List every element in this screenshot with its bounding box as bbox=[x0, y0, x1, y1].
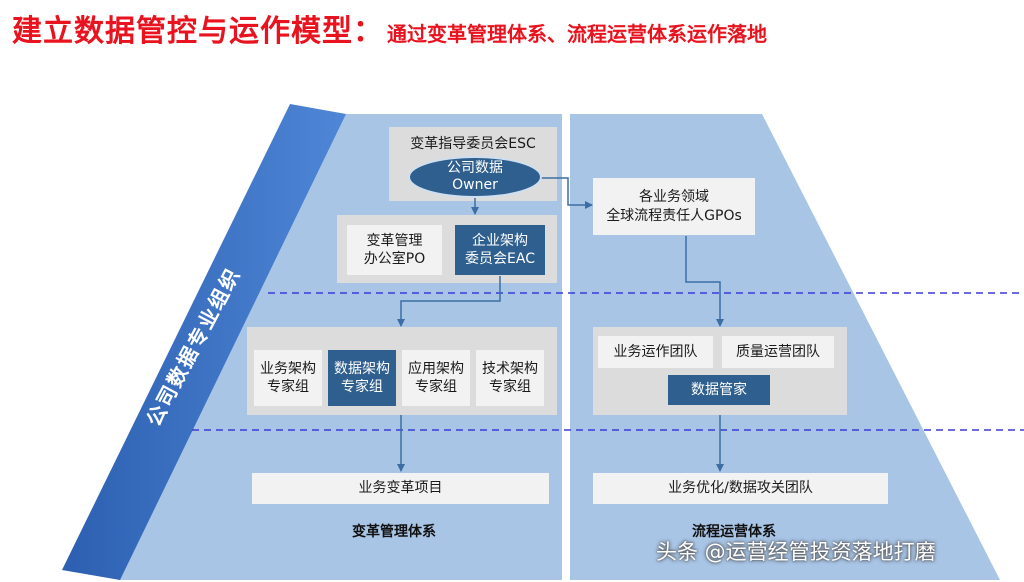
change-management-caption: 变革管理体系 bbox=[352, 524, 436, 540]
center-divider bbox=[562, 112, 570, 582]
project-text: 业务变革项目 bbox=[358, 480, 443, 497]
ops-team-box: 业务运作团队 bbox=[598, 336, 713, 368]
gpo-box: 各业务领域全球流程责任人GPOs bbox=[593, 178, 755, 235]
title-separator: ： bbox=[353, 14, 383, 49]
ops-team-text: 业务运作团队 bbox=[613, 343, 698, 360]
optimization-team-box: 业务优化/数据攻关团队 bbox=[593, 473, 888, 504]
owner-line2: Owner bbox=[452, 177, 498, 193]
arrow-gpo-to-operations bbox=[685, 236, 724, 327]
po-line2: 办公室PO bbox=[363, 251, 426, 267]
group-line2: 专家组 bbox=[489, 379, 531, 395]
eac-line1: 企业架构 bbox=[471, 232, 528, 249]
gpo-line1: 各业务领域 bbox=[638, 189, 709, 206]
owner-line1: 公司数据 bbox=[447, 160, 503, 177]
group-line2: 专家组 bbox=[267, 379, 309, 395]
expert-group-business: 业务架构专家组 bbox=[254, 350, 322, 406]
quality-team-box: 质量运营团队 bbox=[722, 336, 834, 368]
steward-text: 数据管家 bbox=[691, 381, 747, 398]
quality-team-text: 质量运营团队 bbox=[736, 343, 820, 360]
po-box: 变革管理办公室PO bbox=[347, 225, 442, 275]
title-main: 建立数据管控与运作模型 bbox=[12, 14, 353, 49]
process-operations-caption: 流程运营体系 bbox=[692, 524, 776, 540]
business-change-project-box: 业务变革项目 bbox=[252, 473, 549, 504]
group-line2: 专家组 bbox=[415, 379, 457, 395]
arrow-owner-to-gpo bbox=[540, 177, 593, 209]
group-line1: 业务架构 bbox=[260, 360, 316, 377]
optimize-text: 业务优化/数据攻关团队 bbox=[668, 480, 813, 497]
expert-group-application: 应用架构专家组 bbox=[402, 350, 470, 406]
organization-band bbox=[62, 104, 346, 580]
eac-line2: 委员会EAC bbox=[465, 251, 535, 267]
po-line1: 变革管理 bbox=[366, 232, 423, 249]
group-line1: 数据架构 bbox=[334, 360, 390, 377]
data-steward-box: 数据管家 bbox=[668, 375, 770, 405]
expert-group-data: 数据架构专家组 bbox=[328, 350, 396, 406]
expert-group-technology: 技术架构专家组 bbox=[476, 350, 544, 406]
title-subtitle: 通过变革管理体系、流程运营体系运作落地 bbox=[387, 22, 767, 46]
arrow-eac-to-groups bbox=[397, 276, 501, 327]
group-line2: 专家组 bbox=[341, 379, 383, 395]
watermark: 头条 @运营经管投资落地打磨 bbox=[656, 540, 936, 564]
esc-label: 变革指导委员会ESC bbox=[389, 130, 557, 158]
gpo-line2: 全球流程责任人GPOs bbox=[606, 207, 742, 224]
group-line1: 应用架构 bbox=[408, 360, 464, 377]
group-line1: 技术架构 bbox=[482, 360, 538, 377]
esc-text: 变革指导委员会ESC bbox=[410, 135, 536, 152]
page-title: 建立数据管控与运作模型：通过变革管理体系、流程运营体系运作落地 bbox=[12, 6, 767, 50]
eac-box: 企业架构委员会EAC bbox=[455, 225, 545, 275]
